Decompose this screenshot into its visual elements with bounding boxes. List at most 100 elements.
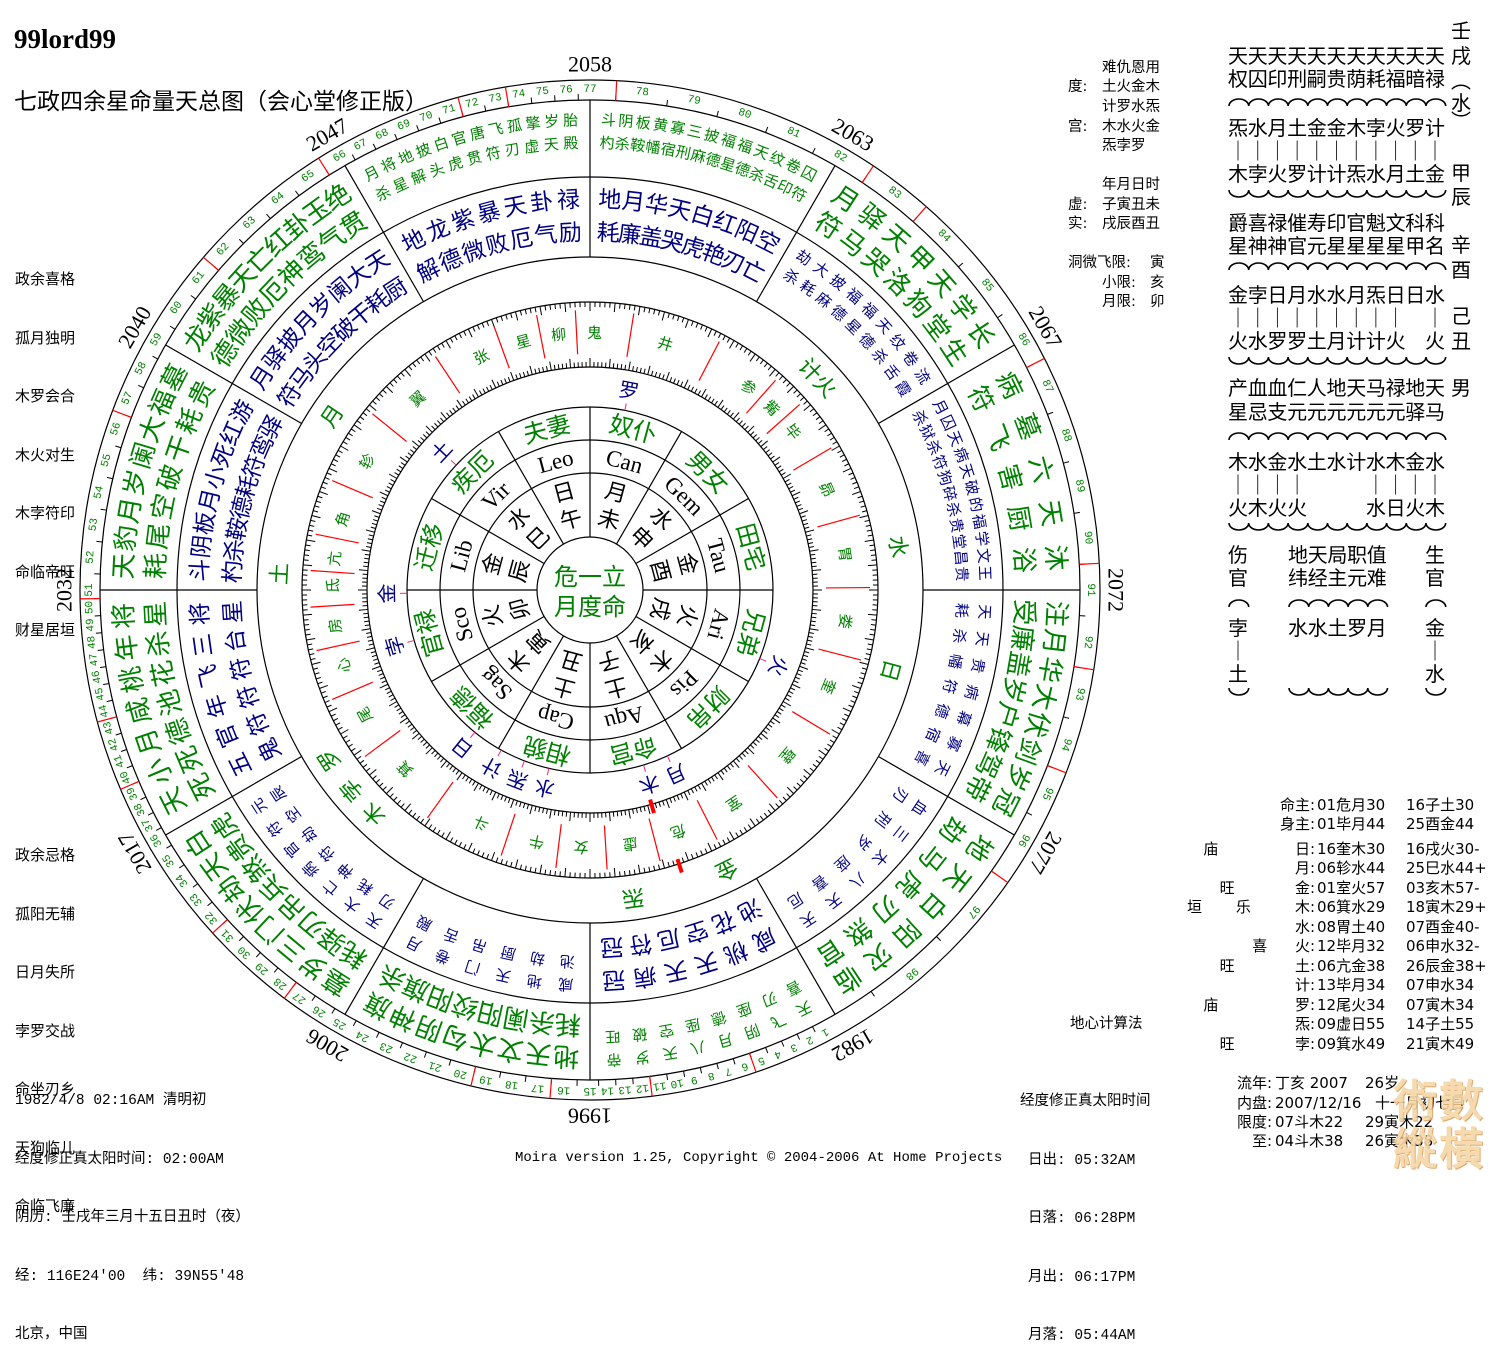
degree-tick xyxy=(366,409,370,412)
degree-tick xyxy=(351,429,355,432)
shensha-inner: 福 xyxy=(858,299,881,322)
degree-tick xyxy=(794,390,798,393)
age-number: 3 xyxy=(788,1040,799,1054)
shensha-outer: 唐 xyxy=(468,123,487,144)
limit-value: 寅 xyxy=(1150,254,1165,274)
degree-tick xyxy=(668,862,669,867)
shensha-outer: 受 xyxy=(1008,598,1039,626)
degree-tick xyxy=(849,473,854,475)
degree-tick xyxy=(682,858,684,863)
mansion-label: 参 xyxy=(737,376,760,399)
degree-tick xyxy=(410,727,414,730)
degree-tick xyxy=(346,437,350,440)
planet-pointer xyxy=(760,659,766,662)
planet-pointer xyxy=(470,732,474,737)
degree-tick xyxy=(810,409,814,412)
shensha-outer: 座 xyxy=(683,1015,702,1036)
degree-tick xyxy=(308,649,313,650)
degree-tick xyxy=(389,702,397,707)
degree-tick xyxy=(674,797,676,802)
degree-tick xyxy=(794,497,799,499)
degree-tick xyxy=(505,797,507,802)
degree-tick xyxy=(304,624,309,625)
degree-tick xyxy=(800,666,808,669)
degree-tick xyxy=(768,366,771,370)
degree-tick xyxy=(648,366,650,375)
shensha-outer: 贯 xyxy=(465,148,484,169)
degree-tick xyxy=(371,651,376,652)
degree-tick xyxy=(756,357,759,361)
degree-tick xyxy=(854,691,859,693)
degree-tick xyxy=(827,744,831,747)
degree-tick xyxy=(858,682,863,684)
age-number: 69 xyxy=(396,118,413,134)
degree-tick xyxy=(620,304,621,309)
degree-tick xyxy=(305,629,310,630)
age-number: 40 xyxy=(118,769,134,786)
age-tick xyxy=(812,1027,815,1032)
degree-tick xyxy=(668,313,669,318)
shensha-inner: 贵 xyxy=(946,517,966,535)
degree-tick xyxy=(807,539,812,540)
grid-row: ｜｜｜｜｜｜｜｜｜ ｜ xyxy=(1228,307,1445,329)
degree-tick xyxy=(341,730,349,735)
degree-tick xyxy=(614,868,615,877)
planet-sign-pos: 25酉金44 xyxy=(1406,815,1474,835)
degree-tick xyxy=(842,718,846,720)
planet-sign-pos: 06申水32- xyxy=(1406,937,1480,957)
age-number: 82 xyxy=(831,148,848,165)
degree-tick xyxy=(797,674,802,676)
degree-tick xyxy=(711,777,714,781)
zodiac-sign-label: Aqu xyxy=(602,701,647,736)
degree-tick xyxy=(497,382,499,387)
shensha-inner: 岁 xyxy=(852,831,875,854)
earthly-branch: 丑 xyxy=(557,645,585,675)
degree-tick xyxy=(421,437,425,440)
shensha-outer: 豹 xyxy=(111,524,144,553)
degree-tick xyxy=(490,385,492,389)
degree-tick xyxy=(617,364,618,369)
degree-tick xyxy=(305,550,310,551)
degree-tick xyxy=(367,636,372,637)
moonset: 月落: 05:44AM xyxy=(1020,1327,1151,1347)
degree-tick xyxy=(331,464,335,466)
degree-tick xyxy=(450,766,453,770)
shensha-inner: 禄 xyxy=(556,187,580,214)
degree-tick xyxy=(450,338,452,342)
degree-tick xyxy=(811,617,816,618)
shensha-inner: 月 xyxy=(620,188,646,216)
degree-tick xyxy=(764,363,767,367)
shensha-outer: 旺 xyxy=(605,1027,621,1046)
age-tick xyxy=(871,991,874,996)
shensha-inner: 学 xyxy=(972,530,992,547)
shensha-outer: 地 xyxy=(396,146,417,168)
degree-tick xyxy=(421,357,424,361)
note: 木罗会合 xyxy=(15,387,75,407)
shensha-outer: 害 xyxy=(991,461,1027,494)
info-row: 宫:木水火金 xyxy=(1068,118,1160,138)
degree-tick xyxy=(852,696,857,698)
info-value: 难仇恩用 xyxy=(1102,60,1160,76)
shensha-inner: 符 xyxy=(263,817,286,840)
degree-tick xyxy=(464,331,466,335)
degree-tick xyxy=(376,397,380,400)
planet-label: 命主: xyxy=(1215,796,1315,816)
planet-inner: 木 xyxy=(636,770,662,799)
degree-tick xyxy=(685,319,688,327)
degree-tick xyxy=(535,868,536,873)
degree-tick xyxy=(562,364,563,369)
degree-tick xyxy=(638,865,640,874)
degree-tick xyxy=(303,614,312,615)
degree-tick xyxy=(739,756,742,760)
degree-tick xyxy=(515,312,517,321)
age-number: 77 xyxy=(583,84,596,96)
planet-pointer xyxy=(498,750,501,756)
planet-mansion-pos: 09箕水49 xyxy=(1317,1035,1385,1055)
shensha-inner: 天 xyxy=(956,461,978,481)
planet-sign-pos: 26辰金38+ xyxy=(1406,957,1487,977)
mansion-label: 翼 xyxy=(406,387,429,410)
degree-tick xyxy=(331,714,335,716)
degree-tick xyxy=(316,501,321,503)
degree-tick xyxy=(638,306,640,315)
degree-tick xyxy=(842,459,846,461)
